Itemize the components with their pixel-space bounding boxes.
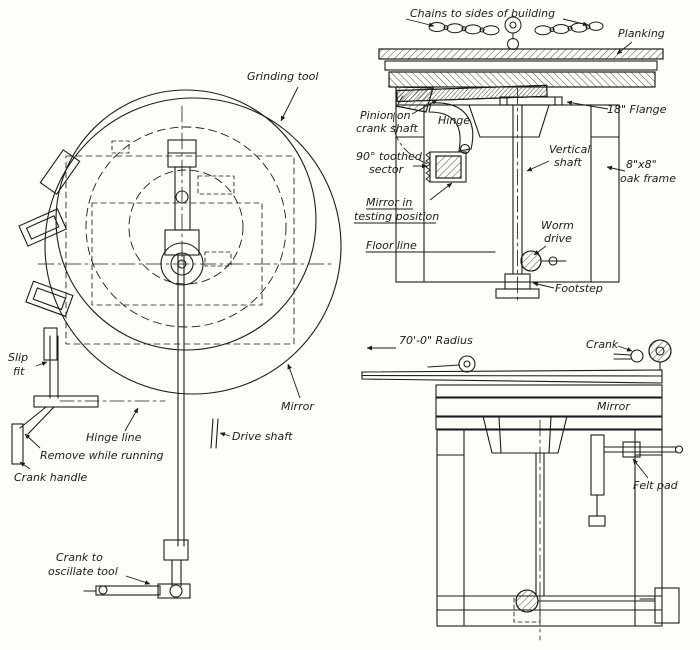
label-mirror-plan: Mirror (281, 400, 315, 413)
feed-rod-assembly (588, 434, 684, 527)
radius-arm (361, 369, 663, 384)
edge-clamp-lower (25, 280, 74, 317)
pedestal (468, 104, 550, 138)
crank-mechanism (613, 339, 672, 371)
label-vertical-shaft-1: Vertical (549, 143, 590, 156)
hub (482, 415, 568, 454)
label-crank-oscillate-2: oscillate tool (48, 565, 118, 578)
leader-crank-oscillate (125, 575, 151, 585)
arm-pulley (427, 355, 476, 373)
label-floor-line: Floor line (366, 239, 417, 252)
chains-group (428, 16, 604, 50)
leader-lines (19, 18, 649, 585)
label-crank-oscillate-1: Crank to (56, 551, 103, 564)
label-mirror-testing-1: Mirror in (366, 196, 412, 209)
label-mirror-section: Mirror (597, 400, 631, 413)
label-grinding-tool: Grinding tool (247, 70, 318, 83)
drive-shaft-stub (210, 418, 219, 449)
label-sector-2: sector (369, 163, 405, 176)
label-worm-drive-2: drive (544, 232, 572, 245)
label-vertical-shaft-2: shaft (554, 156, 582, 169)
toothed-sector (425, 151, 467, 183)
edge-clamp-top (39, 149, 81, 195)
lower-frame (436, 429, 663, 627)
construction-rect-inner (91, 202, 263, 306)
grinding-tool-outline (55, 89, 317, 351)
label-flange: 18" Flange (607, 103, 667, 116)
leader-planking (616, 41, 633, 55)
label-pinion-1: Pinion on (360, 109, 411, 122)
construction-rect-small-a (111, 140, 130, 154)
label-drive-shaft: Drive shaft (232, 430, 293, 443)
leader-chains-left (405, 18, 435, 28)
leader-hinge-line (124, 407, 139, 432)
leader-crank-section (617, 345, 633, 352)
support-wedge-outline (395, 86, 434, 113)
leader-slip-fit (35, 361, 48, 367)
oscillating-crank (83, 539, 191, 599)
lower-vertical-shaft (535, 419, 545, 641)
inner-circle-dashed (128, 169, 244, 285)
footstep-bearing (495, 273, 540, 299)
crank-handle-assembly (11, 327, 166, 465)
label-worm-drive-1: Worm (541, 219, 574, 232)
label-slip-fit-1: Slip (8, 351, 28, 364)
pitch-circle-dashed (85, 126, 287, 328)
leader-oak-frame (606, 165, 626, 172)
leader-chains-right (562, 18, 589, 27)
plan-view (11, 89, 342, 599)
label-underlines (354, 208, 436, 224)
label-crank-section: Crank (586, 338, 619, 351)
leader-pinion (411, 99, 438, 115)
label-pinion-2: crank shaft (356, 122, 418, 135)
leader-mirror-testing (429, 182, 453, 201)
leader-remove-running (24, 433, 41, 449)
label-hinge-line: Hinge line (86, 431, 142, 444)
flange (499, 96, 563, 106)
vertical-shaft (512, 87, 523, 301)
label-remove-running: Remove while running (40, 449, 163, 462)
hinge-piece (428, 102, 474, 155)
label-oak-frame-1: 8"x8" (626, 158, 657, 171)
drive-handle (639, 587, 680, 624)
label-hinge: Hinge (438, 114, 470, 127)
label-crank-handle: Crank handle (14, 471, 88, 484)
leader-vertical-shaft (526, 160, 550, 172)
section-view (361, 339, 684, 641)
mirror-outline (44, 97, 342, 395)
leader-felt-pad (632, 458, 649, 479)
label-planking: Planking (618, 27, 665, 40)
construction-rect-small-b (197, 175, 235, 195)
leader-worm-drive (533, 245, 547, 256)
construction-rect-small-c (204, 251, 232, 267)
leader-grinding-tool (280, 86, 299, 122)
label-chains: Chains to sides of building (410, 7, 555, 20)
labels: Grinding tool Mirror Slip fit Hinge line… (8, 7, 679, 578)
leader-mirror-plan (287, 363, 301, 399)
label-sector-1: 90° toothed (356, 150, 423, 163)
elevation-view (365, 16, 664, 301)
leader-crank-handle (19, 461, 31, 470)
label-radius: 70'-0" Radius (399, 334, 473, 347)
tool-carriage (160, 139, 204, 286)
label-oak-frame-2: oak frame (620, 172, 676, 185)
label-mirror-testing-2: testing position (354, 210, 439, 223)
label-felt-pad: Felt pad (633, 479, 679, 492)
leader-footstep (532, 281, 555, 289)
lower-worm-gear (513, 589, 656, 623)
planking-slab (378, 48, 664, 88)
edge-clamp-upper (18, 208, 68, 247)
worm-drive-gear (520, 250, 567, 272)
leader-flange (566, 100, 609, 110)
oak-frame (395, 104, 620, 283)
leader-drive-shaft (219, 432, 231, 437)
construction-rect-outer (65, 155, 295, 345)
label-slip-fit-2: fit (13, 365, 25, 378)
label-footstep: Footstep (555, 282, 603, 295)
